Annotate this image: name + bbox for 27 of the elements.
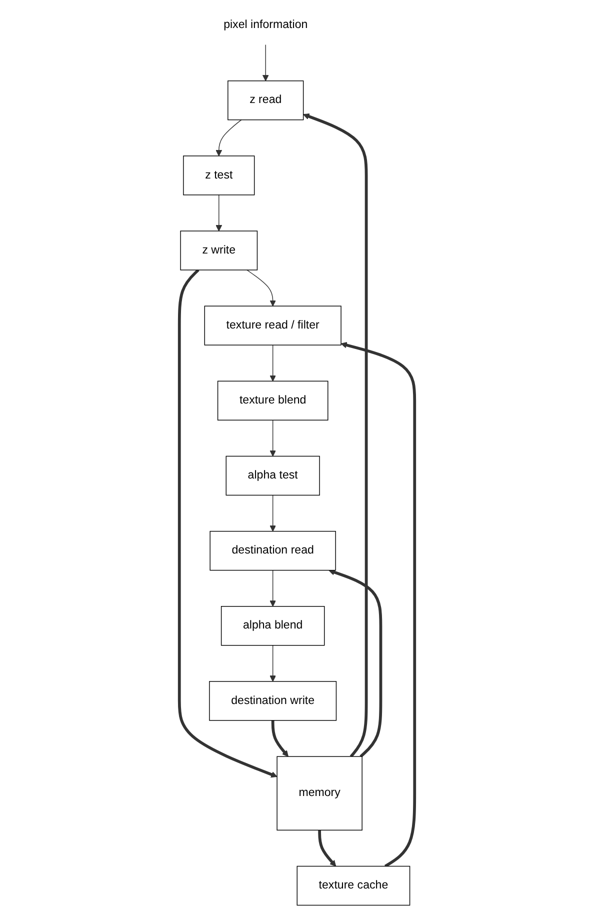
arrow	[262, 44, 269, 82]
node-box: texture cache	[296, 866, 410, 906]
node-box: memory	[276, 756, 362, 830]
node-box: alpha blend	[220, 606, 325, 646]
arrow	[328, 569, 382, 758]
arrow	[270, 645, 276, 682]
arrow	[270, 494, 276, 532]
arrow	[178, 268, 278, 778]
node-box: destination read	[210, 530, 336, 571]
arrow	[340, 342, 416, 868]
node-box: texture blend	[217, 380, 328, 420]
arrow	[270, 570, 276, 607]
arrow	[270, 420, 276, 456]
node-box: texture read / filter	[204, 306, 342, 346]
node-text: pixel information	[224, 18, 308, 32]
arrow	[271, 720, 288, 757]
node-box: z write	[180, 230, 258, 270]
arrow	[318, 830, 336, 867]
node-box: z test	[183, 156, 255, 196]
arrow	[303, 113, 368, 758]
arrow	[270, 344, 276, 382]
node-box: alpha test	[226, 456, 320, 496]
arrow	[216, 119, 242, 156]
node-box: destination write	[209, 681, 337, 721]
node-box: z read	[228, 80, 304, 120]
arrow	[216, 194, 222, 232]
arrow	[246, 270, 276, 306]
